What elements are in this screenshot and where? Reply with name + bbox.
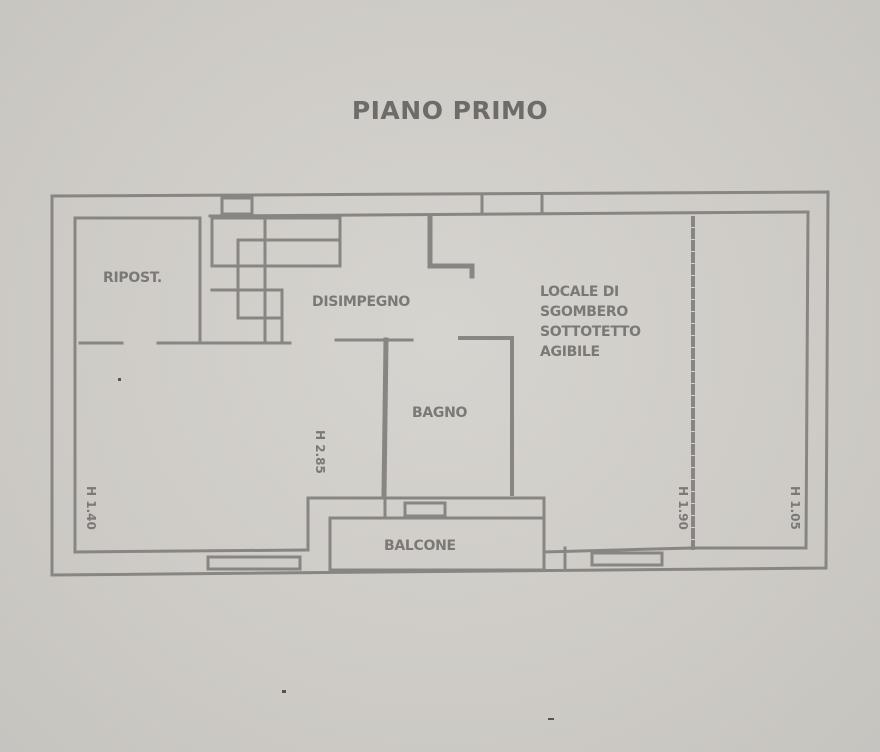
room-label-balcone: BALCONE	[384, 538, 456, 554]
outer-wall	[50, 190, 830, 577]
locale-line-1: LOCALE DI	[540, 284, 619, 300]
inner-wall-right	[688, 210, 810, 550]
locale-line-4: AGIBILE	[540, 344, 600, 360]
scan-speck	[282, 690, 286, 693]
locale-line-2: SGOMBERO	[540, 304, 628, 320]
inner-wall-left	[73, 216, 307, 554]
height-label-left: H 1.40	[84, 486, 98, 530]
height-label-right-end: H 1.05	[788, 486, 802, 530]
room-label-ripost: RIPOST.	[103, 270, 162, 286]
scan-speck	[548, 718, 554, 720]
height-label-right-mid: H 1.90	[676, 486, 690, 530]
locale-line-3: SOTTOTETTO	[540, 324, 641, 340]
scan-speck	[118, 378, 121, 381]
height-label-center: H 2.85	[313, 430, 327, 474]
plan-title: PIANO PRIMO	[351, 96, 549, 125]
room-label-bagno: BAGNO	[412, 405, 468, 421]
room-label-disimpegno: DISIMPEGNO	[312, 294, 410, 310]
room-label-locale: LOCALE DI SGOMBERO SOTTOTETTO AGIBILE	[540, 282, 641, 362]
